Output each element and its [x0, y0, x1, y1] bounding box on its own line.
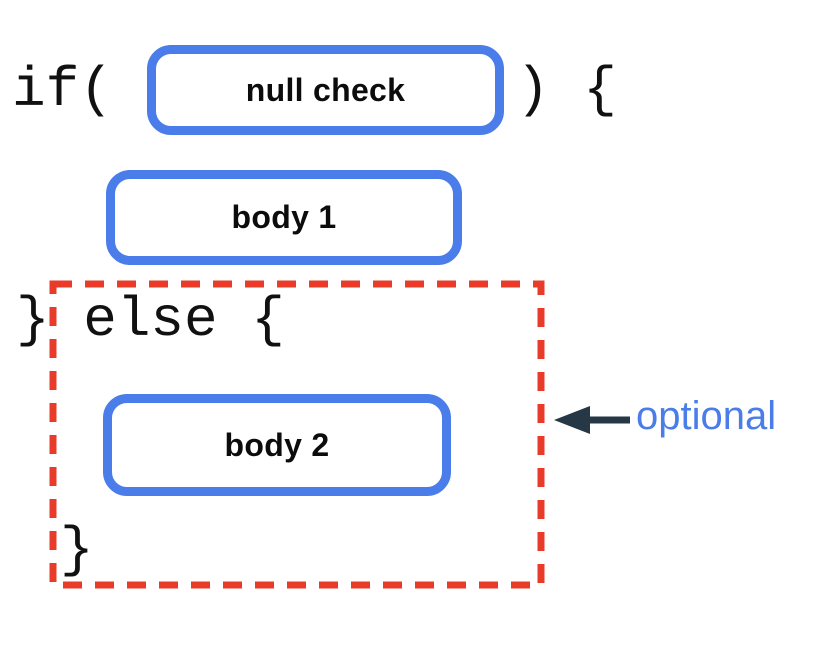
null-check-label: null check	[245, 71, 406, 108]
arrow-left-icon	[554, 406, 630, 434]
body2-box: body 2	[103, 394, 451, 496]
code-else-line: } else {	[16, 288, 285, 352]
dashed-rect	[49, 280, 545, 589]
code-closing-brace: }	[60, 518, 94, 582]
optional-region-outline	[49, 280, 545, 589]
body1-box: body 1	[106, 170, 462, 265]
optional-label: optional	[636, 394, 777, 438]
arrow-shaft	[588, 416, 630, 424]
null-check-box: null check	[147, 45, 504, 135]
body2-label: body 2	[224, 426, 330, 463]
arrow-head	[554, 406, 590, 434]
body1-label: body 1	[231, 199, 337, 235]
code-if-open: if(	[12, 58, 113, 122]
code-if-close: ) {	[516, 58, 617, 122]
